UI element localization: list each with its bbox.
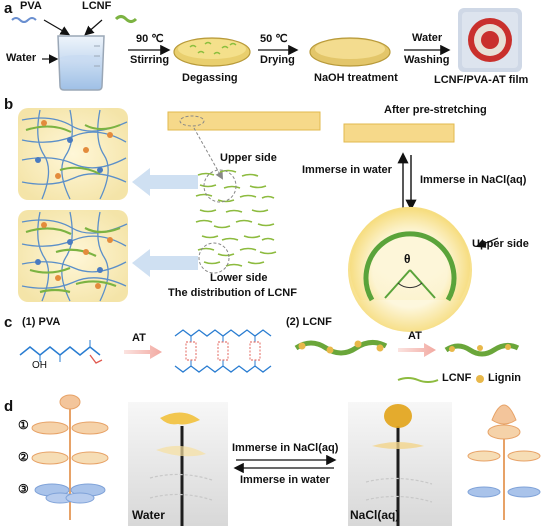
label-naoh: NaOH treatment [314,72,398,84]
panel-b-graphics [18,108,499,332]
label-step3-top: Water [412,32,443,44]
label-oh: OH [32,360,47,371]
label-immerse-nacl: Immerse in NaCl(aq) [420,174,527,186]
label-step2-temp: 50 ℃ [260,33,288,45]
legend-lignin: Lignin [488,372,521,384]
panel-d-graphics [31,394,541,526]
legend-lcnf: LCNF [442,372,472,384]
label-lower-side: Lower side [210,272,268,284]
label-at-2: AT [408,330,422,342]
label-film: LCNF/PVA-AT film [434,74,529,86]
label-immerse-water-d: Immerse in water [240,474,330,486]
label-step2-action: Drying [260,54,295,66]
label-num1: ① [18,418,29,432]
panel-c-graphics [19,329,520,383]
label-step1-action: Stirring [130,54,170,66]
label-upper-side-arrow: Upper side [472,238,529,250]
panel-label-a: a [4,0,13,17]
label-water: Water [6,52,37,64]
label-lcnf: LCNF [82,0,112,12]
label-num3: ③ [18,482,29,496]
label-step1-temp: 90 ℃ [136,33,164,45]
panel-label-b: b [4,96,14,113]
panel-label-c: c [4,314,13,331]
label-immerse-water: Immerse in water [302,164,392,176]
label-degassing: Degassing [182,72,238,84]
label-pva: PVA [20,0,42,12]
label-num2: ② [18,450,29,464]
label-water-photo: Water [132,508,165,522]
label-nacl-photo: NaCl(aq) [350,508,400,522]
label-upper-side: Upper side [220,152,277,164]
label-distribution: The distribution of LCNF [168,287,297,299]
label-pva-title: (1) PVA [22,316,61,328]
label-lcnf-title: (2) LCNF [286,316,332,328]
label-at-1: AT [132,332,146,344]
panel-label-d: d [4,398,14,415]
label-immerse-nacl-d: Immerse in NaCl(aq) [232,442,339,454]
panel-a-graphics [11,8,522,91]
label-step3-action: Washing [404,54,450,66]
label-theta: θ [404,252,411,266]
label-after-prestretch: After pre-stretching [384,104,487,116]
